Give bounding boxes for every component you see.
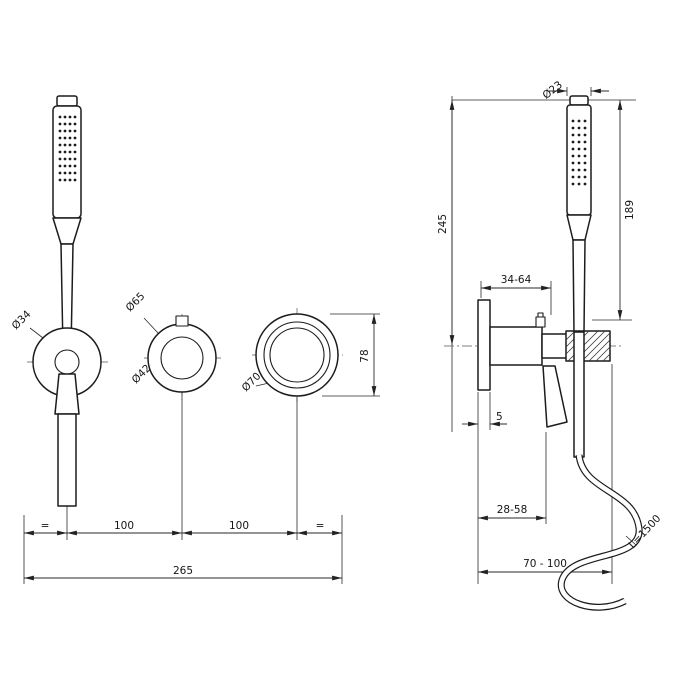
hose-core [558, 454, 642, 610]
spray-nozzles-front [58, 115, 77, 182]
side-view: Ø23 245 189 34-64 5 28-58 70 - 100 L=150… [437, 79, 663, 611]
hose-drop-front [57, 413, 77, 507]
handshower-taper-side [566, 214, 592, 241]
hose-label-leader [625, 535, 637, 546]
dim-28-58: 28-58 [497, 504, 528, 516]
holder-arm-side [541, 333, 569, 359]
handshower-cap-side [569, 95, 589, 106]
holder-hub-front [54, 349, 80, 375]
label-diameter-23: Ø23 [540, 79, 564, 102]
diverter-ring-front [255, 313, 339, 397]
handshower-head-front [52, 105, 82, 219]
dim-34-64: 34-64 [501, 274, 532, 286]
dim-equal-right: = [316, 520, 325, 532]
dim-78: 78 [359, 349, 371, 362]
front-view: Ø34 Ø65 Ø42 Ø70 78 = 100 100 = 265 [10, 95, 380, 584]
valve-assembly-side [477, 299, 611, 458]
diverter-inner-front [269, 327, 325, 383]
front-dimensions [23, 313, 380, 584]
label-diameter-65: Ø65 [124, 290, 148, 314]
hose-outline [557, 454, 643, 611]
shower-hose [557, 454, 643, 611]
dim-equal-left: = [41, 520, 50, 532]
handshower-shaft-side [573, 331, 585, 458]
mixer-tab-front [175, 315, 189, 327]
handshower-handle-side [572, 239, 586, 333]
dim-70-100: 70 - 100 [523, 558, 567, 570]
handshower-side [566, 95, 592, 333]
side-dimensions [444, 87, 636, 584]
wall-plate-side [477, 299, 491, 391]
label-hose-length: L=1500 [626, 513, 663, 551]
dim-100-left: 100 [114, 520, 134, 532]
spray-nozzles-side [571, 119, 587, 186]
check-valve-side [535, 316, 546, 328]
lever-handle-side [542, 365, 568, 428]
dim-100-right: 100 [229, 520, 249, 532]
dim-189: 189 [624, 200, 636, 220]
mixer-inner-front [160, 336, 204, 380]
valve-body-side [489, 326, 543, 366]
shower-holder-front [32, 327, 102, 507]
dim-265: 265 [173, 565, 193, 577]
hose-cone-front [54, 373, 80, 415]
handshower-front [52, 95, 82, 351]
check-valve-cap-side [537, 312, 544, 318]
handshower-cap-front [56, 95, 78, 107]
dim-5: 5 [496, 411, 503, 423]
dim-245: 245 [437, 214, 449, 234]
handshower-taper-front [52, 217, 82, 245]
mixer-handle-front [147, 315, 217, 393]
